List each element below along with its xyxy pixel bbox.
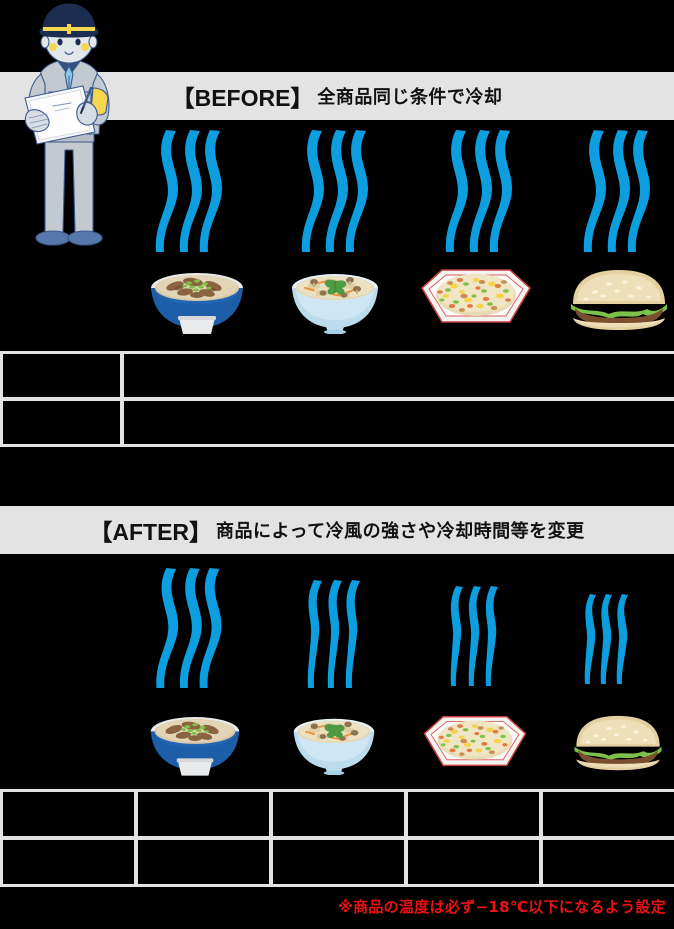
- airflow-after-3: [450, 586, 498, 686]
- temperature-warning-note: ※商品の温度は必ず−18℃以下になるよう設定: [338, 898, 666, 916]
- before-data-table: [0, 351, 674, 447]
- food-mushroom-soup-bowl-after: [293, 718, 375, 775]
- airflow-after-2: [307, 580, 360, 688]
- table-cell[interactable]: [408, 792, 539, 836]
- airflow-before-4: [583, 130, 650, 252]
- food-beef-rice-bowl-after: [150, 717, 240, 776]
- airflow-before-1: [155, 130, 222, 252]
- table-cell[interactable]: [273, 840, 404, 884]
- before-tag-label: 【BEFORE】: [171, 85, 314, 111]
- airflow-after-1: [156, 567, 222, 689]
- airflow-before-2: [301, 130, 368, 252]
- table-cell[interactable]: [543, 840, 674, 884]
- table-cell[interactable]: [3, 401, 120, 444]
- airflow-before-3: [445, 130, 512, 252]
- table-cell[interactable]: [273, 792, 404, 836]
- food-fried-rice-plate-before: [420, 269, 532, 323]
- airflow-after-4: [584, 594, 628, 684]
- after-tag-label: 【AFTER】: [89, 519, 213, 545]
- food-hamburger-before: [571, 270, 667, 330]
- table-cell[interactable]: [138, 792, 269, 836]
- table-cell[interactable]: [408, 840, 539, 884]
- after-data-table: [0, 789, 674, 887]
- food-hamburger-after: [574, 715, 662, 771]
- table-cell[interactable]: [3, 840, 134, 884]
- food-fried-rice-plate-after: [423, 715, 527, 767]
- after-subtitle: 商品によって冷風の強さや冷却時間等を変更: [216, 521, 585, 542]
- table-cell[interactable]: [124, 354, 674, 397]
- table-cell[interactable]: [543, 792, 674, 836]
- after-section-header: 【AFTER】 商品によって冷風の強さや冷却時間等を変更: [0, 506, 674, 554]
- food-mushroom-soup-bowl-before: [292, 274, 378, 334]
- food-beef-rice-bowl-before: [151, 273, 243, 334]
- table-cell[interactable]: [124, 401, 674, 444]
- before-subtitle: 全商品同じ条件で冷却: [317, 87, 503, 108]
- table-cell[interactable]: [3, 792, 134, 836]
- table-cell[interactable]: [3, 354, 120, 397]
- factory-inspector-illustration: [24, 3, 110, 246]
- table-cell[interactable]: [138, 840, 269, 884]
- before-section-header: 【BEFORE】 全商品同じ条件で冷却: [0, 72, 674, 120]
